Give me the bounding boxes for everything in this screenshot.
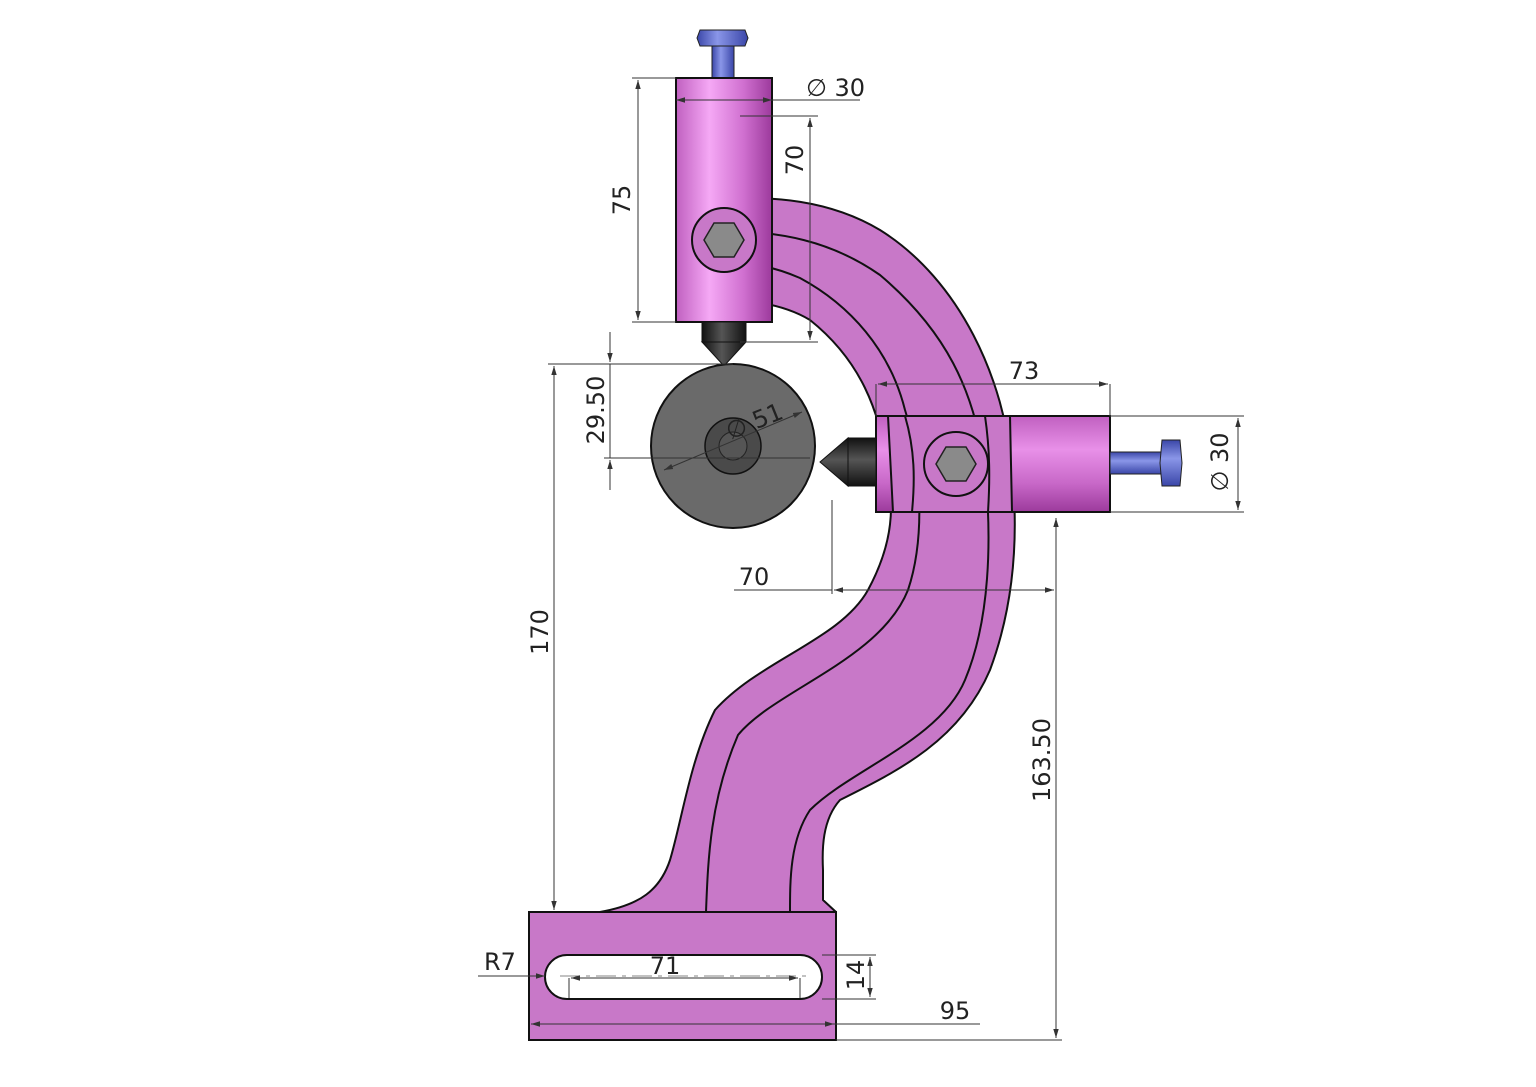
c-frame-arm xyxy=(599,197,1016,913)
dim-side-offset: 70 xyxy=(739,563,770,591)
grinding-wheel xyxy=(650,363,816,529)
dim-base-height: 163.50 xyxy=(1028,718,1056,802)
side-hex-bolt-head xyxy=(1159,439,1183,487)
top-cylinder-body xyxy=(675,77,773,323)
dim-slot-length: 71 xyxy=(650,952,681,980)
dim-side-cylinder-length: 73 xyxy=(1009,357,1040,385)
top-cone-tip-icon xyxy=(700,341,748,367)
dimension-labels: ∅ 30 75 70 29.50 ∅ 51 170 73 ∅ 30 70 163… xyxy=(484,74,1234,1025)
top-cylinder-assembly xyxy=(675,29,773,367)
dim-overall-height: 170 xyxy=(526,609,554,655)
dim-top-cylinder-inner: 70 xyxy=(781,145,809,176)
dim-slot-radius: R7 xyxy=(484,948,516,976)
dim-top-cylinder-diameter: ∅ 30 xyxy=(806,74,865,102)
arm-rib-line-outer xyxy=(721,229,990,913)
dimension-lines xyxy=(478,77,1244,1041)
dim-slot-width: 14 xyxy=(842,960,870,991)
dim-base-width: 95 xyxy=(940,997,971,1025)
top-hex-socket-icon xyxy=(703,222,745,258)
dim-top-cylinder-height: 75 xyxy=(608,185,636,216)
base-slot xyxy=(544,954,823,1000)
top-hex-bolt-head xyxy=(696,29,749,47)
side-clamp-bracket xyxy=(886,415,1014,513)
top-screw-shaft xyxy=(711,45,735,81)
side-cone-tip-icon xyxy=(819,436,849,488)
top-clamp-bracket xyxy=(691,207,757,273)
side-screw-shaft xyxy=(1109,451,1163,475)
dim-side-cylinder-diameter: ∅ 30 xyxy=(1206,432,1234,491)
side-hex-socket-icon xyxy=(935,446,977,482)
dim-wheel-offset: 29.50 xyxy=(582,376,610,445)
